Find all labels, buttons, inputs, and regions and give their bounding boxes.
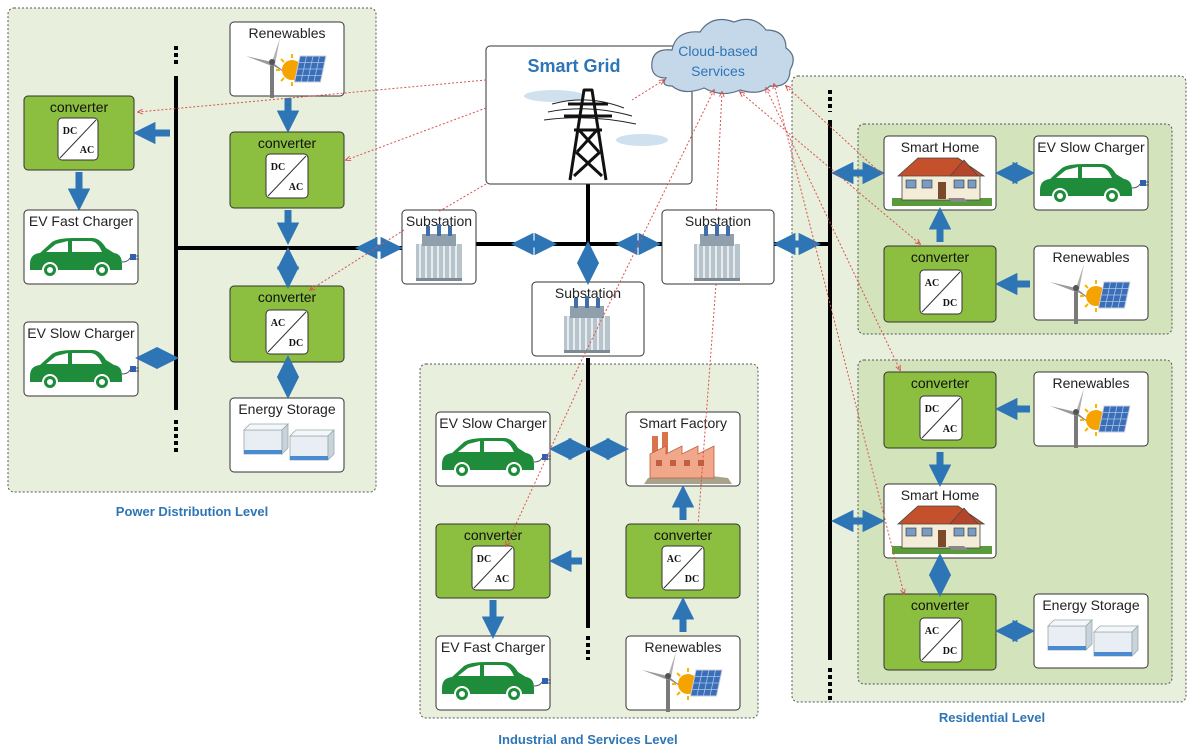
svg-text:AC: AC xyxy=(925,278,939,289)
svg-text:AC: AC xyxy=(943,424,957,435)
substation-left-label: Substation xyxy=(406,213,472,229)
svg-text:AC: AC xyxy=(495,574,509,585)
substation-right[interactable]: Substation xyxy=(661,209,775,285)
svg-text:DC: DC xyxy=(925,404,939,415)
res-energy-storage-box[interactable]: Energy Storage xyxy=(1033,593,1149,669)
svg-text:AC: AC xyxy=(271,318,285,329)
pd-renewables-box[interactable]: Renewables xyxy=(229,21,345,99)
res-renewables-bottom[interactable]: Renewables xyxy=(1033,371,1149,449)
ind-converter-left[interactable]: converter DC AC xyxy=(435,523,551,599)
ind-smart-factory-box[interactable]: Smart Factory xyxy=(625,411,741,487)
converter-label: converter xyxy=(911,597,970,613)
pd-ev-slow-charger-label: EV Slow Charger xyxy=(27,325,135,341)
res-renewables-top-label: Renewables xyxy=(1052,249,1129,265)
converter-label: converter xyxy=(911,375,970,391)
svg-text:DC: DC xyxy=(943,298,957,309)
substation-left[interactable]: Substation xyxy=(401,209,477,285)
smart-grid-label: Smart Grid xyxy=(527,56,620,76)
pd-energy-storage-label: Energy Storage xyxy=(238,401,335,417)
svg-text:AC: AC xyxy=(925,626,939,637)
ind-ev-fast-charger-label: EV Fast Charger xyxy=(441,639,546,655)
svg-text:AC: AC xyxy=(667,554,681,565)
power-distribution-level-label: Power Distribution Level xyxy=(116,504,268,519)
cloud-label-line2: Services xyxy=(691,63,745,79)
ind-ev-slow-charger-box[interactable]: EV Slow Charger xyxy=(435,411,552,487)
ind-ev-slow-charger-label: EV Slow Charger xyxy=(439,415,547,431)
converter-label: converter xyxy=(654,527,713,543)
res-renewables-bottom-label: Renewables xyxy=(1052,375,1129,391)
svg-text:AC: AC xyxy=(289,182,303,193)
converter-label: converter xyxy=(50,99,109,115)
pd-ev-slow-charger-box[interactable]: EV Slow Charger xyxy=(23,321,140,397)
ind-converter-right[interactable]: converter AC DC xyxy=(625,523,741,599)
svg-text:DC: DC xyxy=(271,162,285,173)
res-converter-bottom[interactable]: converter AC DC xyxy=(883,593,997,671)
pd-converter-top-right[interactable]: converter DC AC xyxy=(229,131,345,209)
cloud-icon[interactable]: Cloud-based Services xyxy=(651,18,794,95)
ind-ev-fast-charger-box[interactable]: EV Fast Charger xyxy=(435,635,552,711)
substation-right-label: Substation xyxy=(685,213,751,229)
res-ev-slow-charger-label: EV Slow Charger xyxy=(1037,139,1145,155)
svg-text:DC: DC xyxy=(289,338,303,349)
res-smart-home-top[interactable]: Smart Home xyxy=(883,135,997,211)
pd-energy-storage-box[interactable]: Energy Storage xyxy=(229,397,345,473)
converter-label: converter xyxy=(464,527,523,543)
industrial-level-label: Industrial and Services Level xyxy=(498,732,677,747)
res-smart-home-top-label: Smart Home xyxy=(901,139,980,155)
residential-level-label: Residential Level xyxy=(939,710,1045,725)
res-renewables-top[interactable]: Renewables xyxy=(1033,245,1149,325)
res-energy-storage-label: Energy Storage xyxy=(1042,597,1139,613)
converter-label: converter xyxy=(258,289,317,305)
svg-text:AC: AC xyxy=(80,145,94,156)
communication-links xyxy=(138,80,920,594)
substation-center[interactable]: Substation xyxy=(531,281,645,357)
ind-smart-factory-label: Smart Factory xyxy=(639,415,727,431)
pd-ev-fast-charger-label: EV Fast Charger xyxy=(29,213,134,229)
converter-label: converter xyxy=(911,249,970,265)
svg-text:DC: DC xyxy=(685,574,699,585)
res-converter-mid[interactable]: converter DC AC xyxy=(883,371,997,449)
substation-center-label: Substation xyxy=(555,285,621,301)
pd-converter-bottom-right[interactable]: converter AC DC xyxy=(229,285,345,363)
pd-ev-fast-charger-box[interactable]: EV Fast Charger xyxy=(23,209,140,285)
pd-renewables-label: Renewables xyxy=(248,25,325,41)
ind-renewables-label: Renewables xyxy=(644,639,721,655)
res-smart-home-bottom[interactable]: Smart Home xyxy=(883,483,997,559)
svg-text:DC: DC xyxy=(63,126,77,137)
res-smart-home-bottom-label: Smart Home xyxy=(901,487,980,503)
res-converter-top[interactable]: converter AC DC xyxy=(883,245,997,323)
pd-converter-top-left[interactable]: converter DC AC xyxy=(23,95,135,171)
res-ev-slow-charger-box[interactable]: EV Slow Charger xyxy=(1033,135,1150,211)
converter-label: converter xyxy=(258,135,317,151)
ind-renewables-box[interactable]: Renewables xyxy=(625,635,741,713)
svg-text:DC: DC xyxy=(477,554,491,565)
smart-grid-box: Smart Grid xyxy=(485,45,693,185)
cloud-label-line1: Cloud-based xyxy=(678,43,757,59)
svg-text:DC: DC xyxy=(943,646,957,657)
